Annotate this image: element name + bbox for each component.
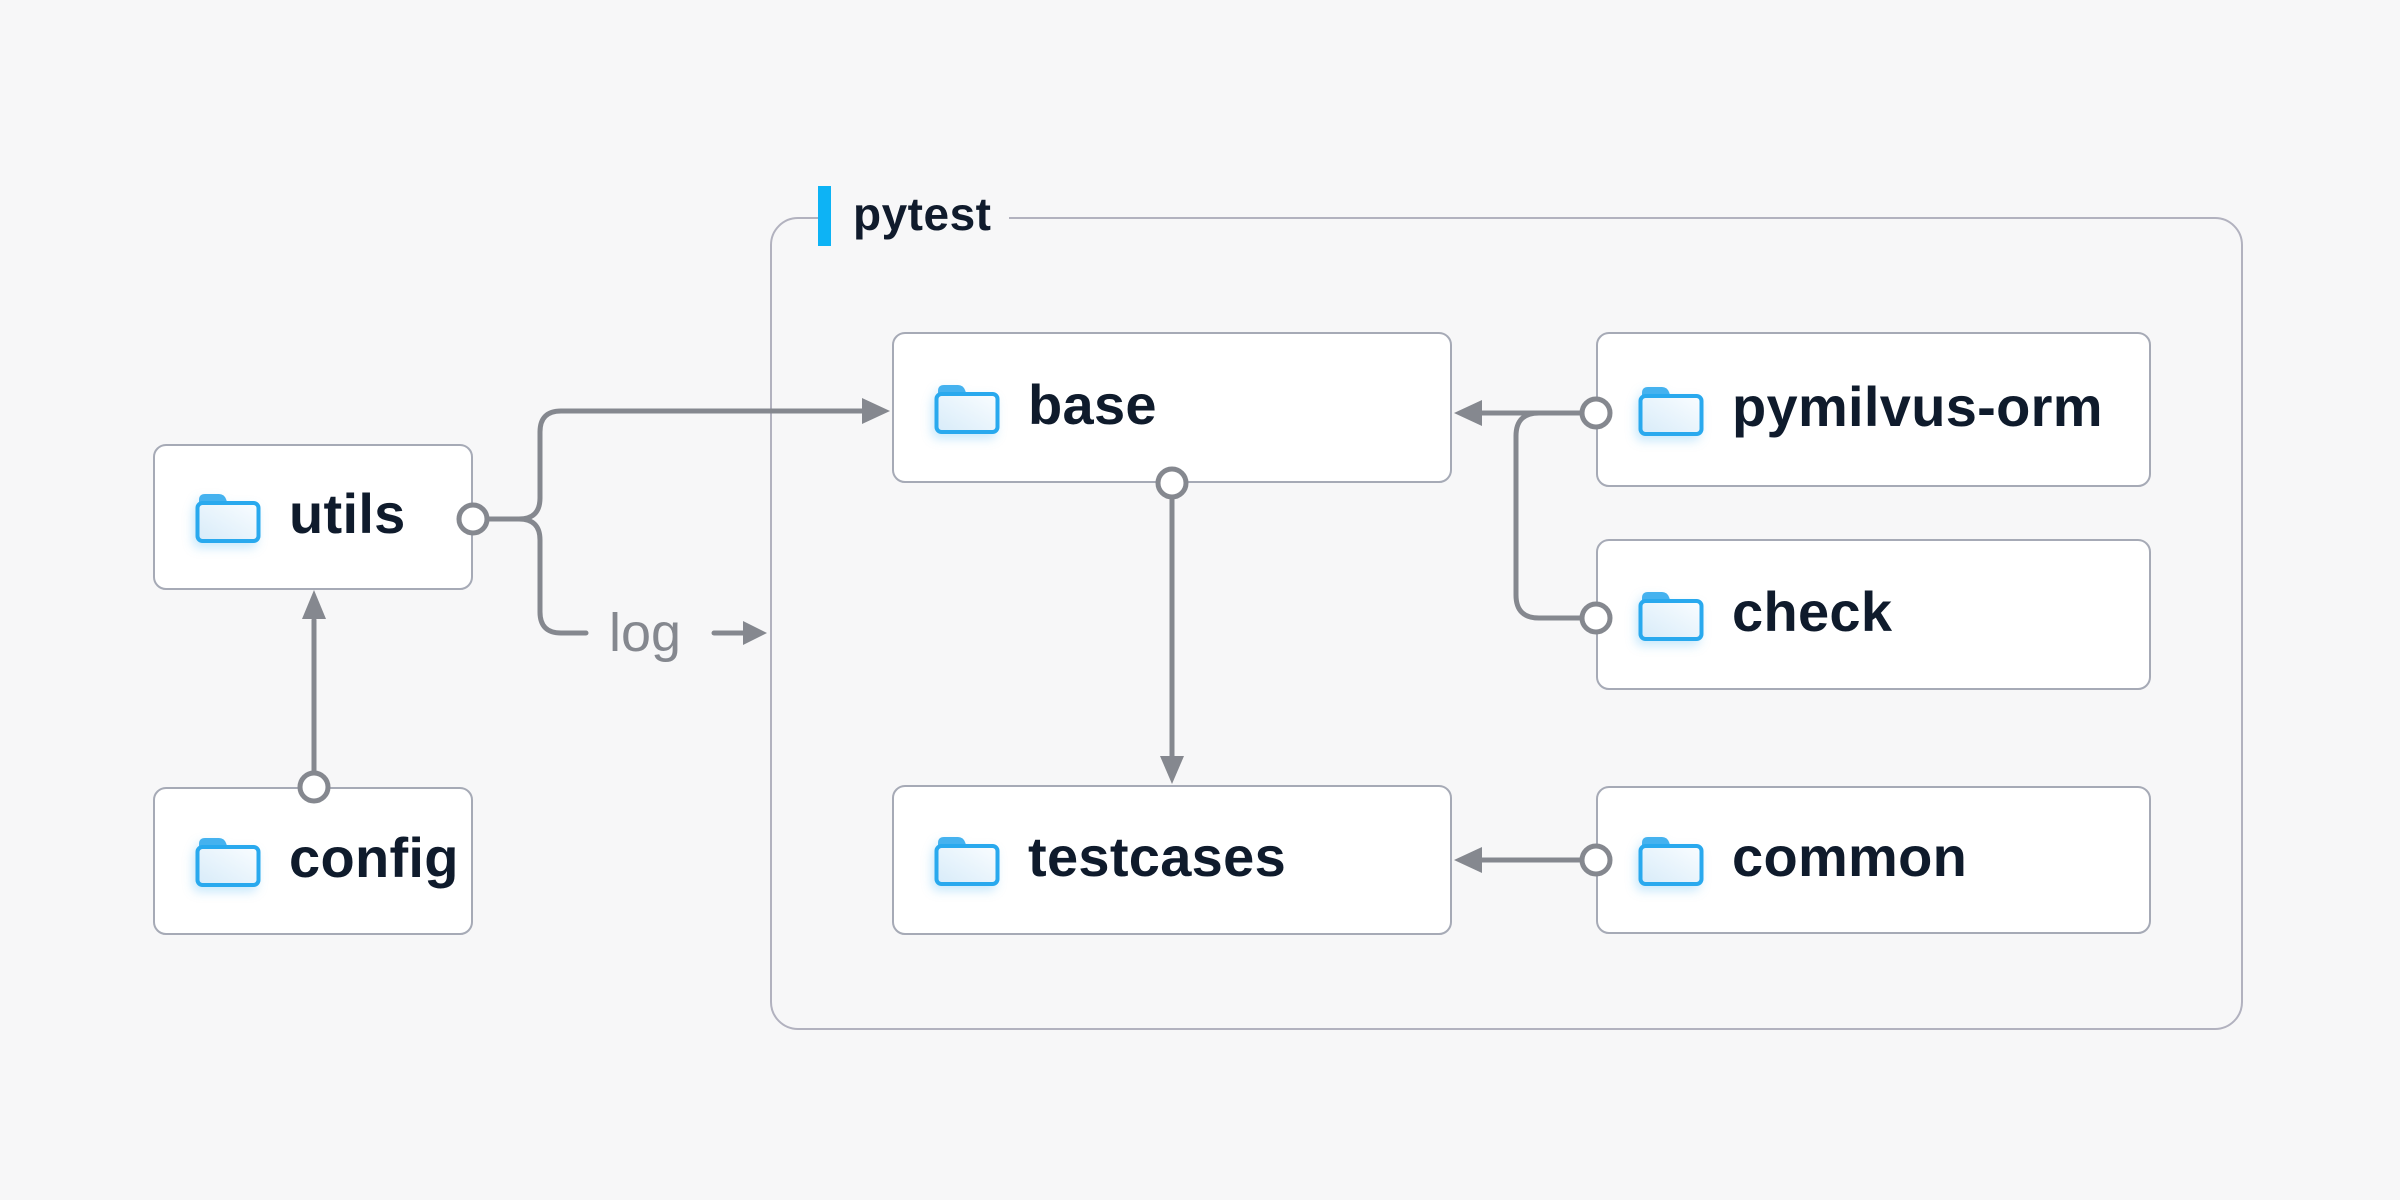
node-label: config	[289, 826, 459, 889]
node-config: config	[153, 787, 473, 935]
node-common: common	[1596, 786, 2151, 934]
folder-icon	[1638, 386, 1704, 436]
node-label: testcases	[1028, 825, 1287, 888]
node-check: check	[1596, 539, 2151, 690]
accent-bar-icon	[818, 186, 831, 246]
folder-icon	[934, 837, 1000, 886]
folder-icon	[195, 838, 261, 887]
arrowhead-up-icon	[302, 590, 326, 619]
node-utils: utils	[153, 444, 473, 590]
edge-label-log: log	[608, 603, 682, 663]
pytest-container-title: pytest	[853, 188, 992, 240]
node-label: pymilvus-orm	[1732, 374, 2103, 438]
node-label: common	[1732, 825, 1968, 888]
node-testcases: testcases	[892, 785, 1452, 935]
folder-icon	[195, 494, 261, 543]
node-label: utils	[289, 482, 406, 545]
pytest-container-label: pytest	[818, 185, 1010, 247]
pytest-container	[770, 217, 2243, 1030]
arrowhead-right-icon	[743, 621, 767, 645]
folder-icon	[1638, 837, 1704, 886]
node-label: base	[1028, 372, 1157, 436]
folder-icon	[934, 384, 1000, 434]
node-label: check	[1732, 579, 1893, 643]
folder-icon	[1638, 591, 1704, 641]
node-base: base	[892, 332, 1452, 483]
edge-utils-log	[516, 516, 589, 636]
node-pymilvus-orm: pymilvus-orm	[1596, 332, 2151, 487]
